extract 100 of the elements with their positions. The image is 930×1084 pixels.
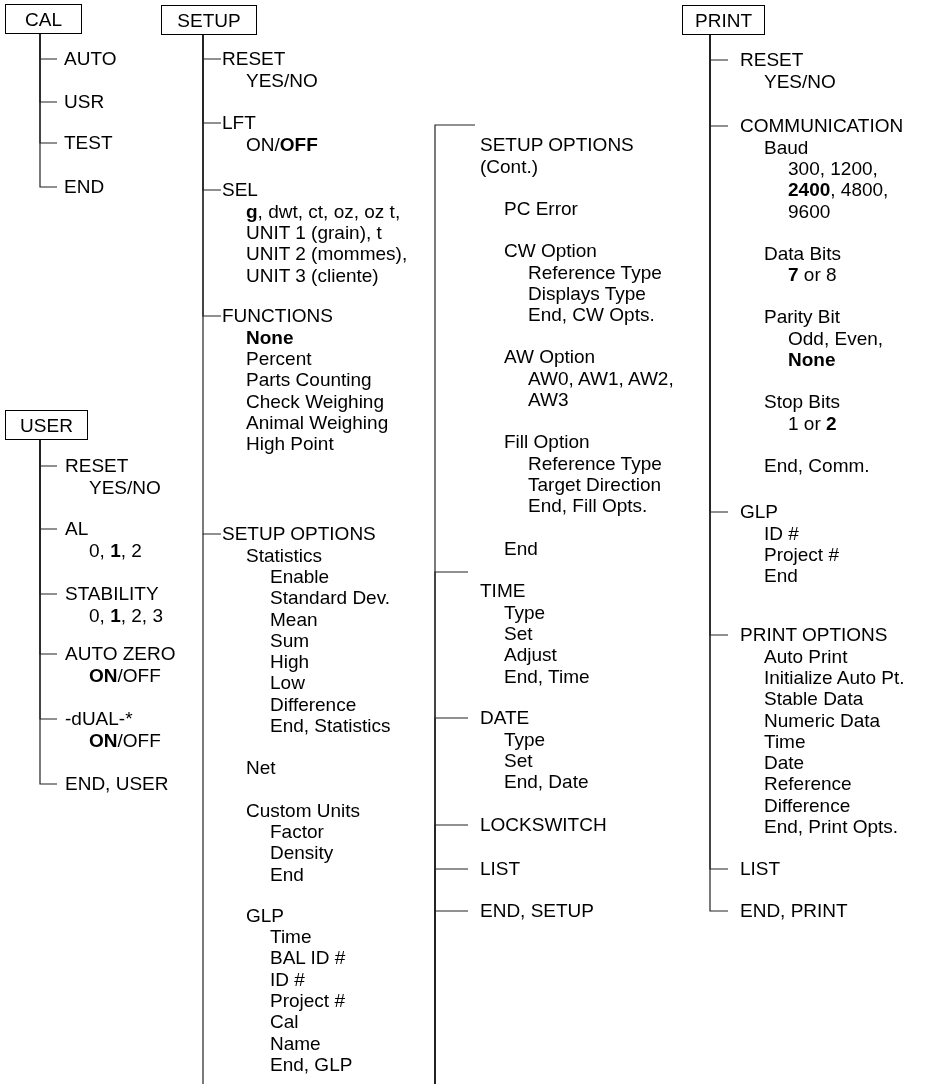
submenu-item: Low: [270, 672, 305, 694]
menu-item: LIST: [480, 858, 521, 880]
menu-item: RESET: [65, 455, 129, 477]
menu-item: SETUP OPTIONS (Cont.): [480, 134, 635, 177]
submenu-item: 0, 1, 2, 3: [89, 604, 163, 626]
menu-item: FUNCTIONS: [222, 305, 333, 327]
submenu-item: Reference Type: [528, 261, 662, 283]
submenu-item: Target Direction: [528, 473, 662, 496]
submenu-item: Displays Type: [528, 282, 646, 305]
submenu-item: High Point: [246, 433, 334, 455]
submenu-item: Parity Bit: [764, 306, 841, 328]
submenu-item: End, Time: [504, 665, 590, 687]
submenu-item: PC Error: [504, 197, 578, 220]
submenu-item: Enable: [270, 565, 330, 588]
submenu-item: Check Weighing: [246, 390, 384, 412]
submenu-item: UNIT 3 (cliente): [246, 264, 379, 286]
submenu-item: End, Statistics: [270, 715, 391, 737]
submenu-item: None: [246, 326, 294, 348]
submenu-item: Time: [764, 730, 806, 753]
submenu-item: Fill Option: [504, 431, 590, 453]
submenu-item: Cal: [270, 1011, 299, 1033]
submenu-item: Factor: [270, 820, 324, 843]
submenu-item: ID #: [764, 522, 799, 544]
submenu-item: Custom Units: [246, 799, 361, 821]
submenu-item: Stop Bits: [764, 391, 841, 413]
submenu-item: High: [270, 651, 310, 673]
menu-box: SETUP: [161, 5, 257, 35]
menu-item: STABILITY: [65, 583, 159, 605]
submenu-item: Net: [246, 757, 276, 779]
submenu-item: Project #: [764, 543, 839, 566]
submenu-item: AW0, AW1, AW2, AW3: [528, 367, 675, 411]
submenu-item: End, CW Opts.: [528, 304, 655, 326]
menu-item: GLP: [740, 501, 779, 523]
submenu-item: Parts Counting: [246, 369, 372, 391]
menu-item: AUTO: [64, 48, 117, 70]
submenu-item: g, dwt, ct, oz, oz t,: [246, 200, 401, 222]
submenu-item: Stable Data: [764, 688, 864, 710]
submenu-item: Sum: [270, 629, 310, 652]
submenu-item: GLP: [246, 904, 285, 927]
submenu-item: ON/OFF: [89, 729, 161, 751]
submenu-item: End: [764, 565, 798, 587]
menu-item: RESET: [740, 49, 804, 71]
menu-item: LIST: [740, 858, 781, 880]
menu-item: AL: [65, 518, 89, 540]
menu-item: TEST: [64, 132, 113, 154]
submenu-item: 300, 1200, 2400, 4800, 9600: [788, 157, 890, 222]
menu-item: TIME: [480, 580, 526, 602]
menu-box: USER: [5, 410, 88, 440]
submenu-item: Type: [504, 728, 546, 750]
submenu-item: Set: [504, 749, 533, 772]
submenu-item: End, Print Opts.: [764, 816, 899, 838]
menu-item: DATE: [480, 707, 530, 729]
submenu-item: YES/NO: [764, 70, 836, 92]
submenu-item: Standard Dev.: [270, 587, 391, 609]
submenu-item: Reference Type: [528, 452, 662, 474]
submenu-item: 7 or 8: [788, 264, 837, 286]
submenu-item: Baud: [764, 136, 809, 158]
submenu-item: Auto Print: [764, 645, 848, 667]
menu-box: PRINT: [682, 5, 765, 35]
submenu-item: 0, 1, 2: [89, 539, 142, 561]
submenu-item: ID #: [270, 968, 305, 990]
submenu-item: End, Comm.: [764, 454, 870, 477]
submenu-item: Date: [764, 752, 805, 774]
menu-item: LOCKSWITCH: [480, 814, 607, 836]
menu-item: END, SETUP: [480, 900, 595, 922]
submenu-item: Reference: [764, 773, 852, 795]
submenu-item: CW Option: [504, 240, 597, 262]
submenu-item: Difference: [764, 794, 851, 816]
submenu-item: Data Bits: [764, 242, 842, 265]
menu-item: SETUP OPTIONS: [222, 523, 376, 545]
submenu-item: Statistics: [246, 544, 323, 566]
submenu-item: Adjust: [504, 644, 557, 666]
submenu-item: UNIT 2 (mommes),: [246, 243, 408, 265]
menu-item: COMMUNICATION: [740, 115, 904, 137]
submenu-item: Set: [504, 622, 533, 645]
menu-item: SEL: [222, 179, 258, 201]
submenu-item: Odd, Even, None: [788, 327, 885, 371]
menu-item: END, PRINT: [740, 900, 848, 922]
menu-item: LFT: [222, 112, 256, 134]
submenu-item: End, Fill Opts.: [528, 495, 648, 517]
submenu-item: Name: [270, 1032, 321, 1054]
submenu-item: Type: [504, 601, 546, 623]
submenu-item: YES/NO: [89, 476, 161, 498]
submenu-item: Animal Weighing: [246, 411, 389, 434]
submenu-item: End, GLP: [270, 1053, 353, 1076]
menu-item: END: [64, 176, 105, 198]
submenu-item: Time: [270, 926, 312, 948]
tree-connector: [39, 33, 58, 188]
submenu-item: Initialize Auto Pt.: [764, 666, 905, 689]
submenu-item: Difference: [270, 693, 357, 715]
menu-item: RESET: [222, 48, 286, 70]
menu-item: END, USER: [65, 773, 169, 795]
submenu-item: Project #: [270, 990, 345, 1012]
submenu-item: ON/OFF: [246, 133, 318, 155]
submenu-item: AW Option: [504, 346, 596, 368]
submenu-item: Density: [270, 842, 334, 864]
submenu-item: Numeric Data: [764, 709, 881, 731]
menu-item: -dUAL-*: [65, 708, 133, 730]
submenu-item: End: [504, 537, 538, 559]
submenu-item: UNIT 1 (grain), t: [246, 221, 382, 244]
